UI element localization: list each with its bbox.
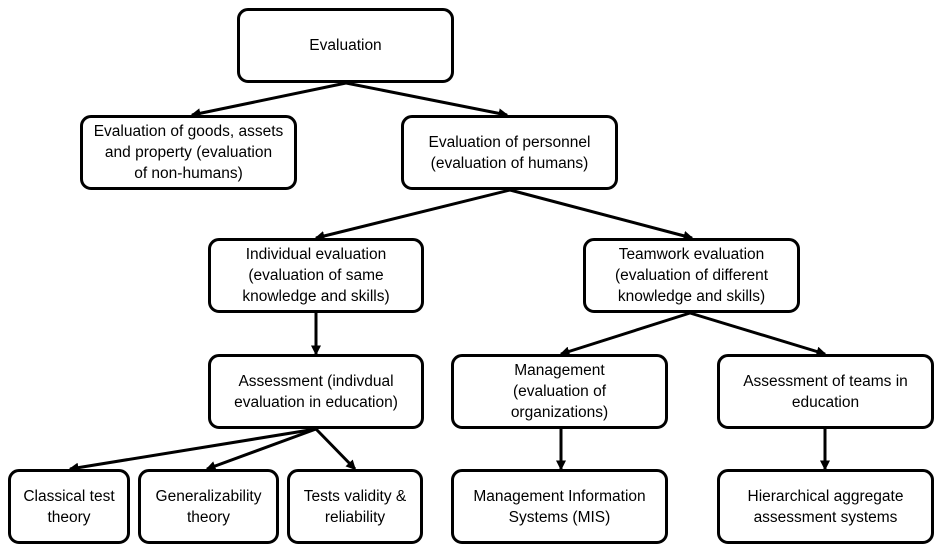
edge-personnel-to-individual [314, 188, 511, 241]
node-assessment-of-teams-label: Assessment of teams in education [743, 372, 908, 411]
node-tests-validity-reliability: Tests validity & reliability [287, 469, 423, 544]
edge-teamwork-to-management [559, 311, 691, 357]
node-evaluation-of-personnel-label: Evaluation of personnel (evaluation of h… [428, 133, 591, 172]
node-individual-evaluation-label: Individual evaluation (evaluation of sam… [242, 246, 390, 305]
node-evaluation-label: Evaluation [309, 37, 382, 54]
node-evaluation-of-personnel: Evaluation of personnel (evaluation of h… [401, 115, 618, 190]
node-classical-test-theory: Classical test theory [8, 469, 130, 544]
node-evaluation-of-goods-label: Evaluation of goods, assets and property… [93, 123, 284, 182]
edge-evaluation-to-goods [190, 81, 347, 119]
node-generalizability-theory: Generalizability theory [138, 469, 279, 544]
node-management-information-systems-label: Management Information Systems (MIS) [473, 487, 646, 526]
edge-personnel-to-teamwork [509, 188, 694, 241]
node-assessment-of-teams: Assessment of teams in education [717, 354, 934, 429]
node-classical-test-theory-label: Classical test theory [23, 487, 115, 526]
edge-assessment-to-classical-test-theory [68, 427, 317, 473]
node-individual-evaluation: Individual evaluation (evaluation of sam… [208, 238, 424, 313]
edge-assessment-to-generalizability-theory [205, 427, 317, 471]
node-hierarchical-aggregate-assessment: Hierarchical aggregate assessment system… [717, 469, 934, 544]
node-management: Management (evaluation of organizations) [451, 354, 668, 429]
node-assessment: Assessment (indivdual evaluation in educ… [208, 354, 424, 429]
node-assessment-label: Assessment (indivdual evaluation in educ… [234, 372, 398, 411]
node-teamwork-evaluation-label: Teamwork evaluation (evaluation of diffe… [614, 246, 769, 305]
node-teamwork-evaluation: Teamwork evaluation (evaluation of diffe… [583, 238, 800, 313]
edge-evaluation-to-personnel [345, 81, 509, 119]
node-tests-validity-reliability-label: Tests validity & reliability [303, 487, 407, 526]
edge-assessment-to-tests-validity [314, 427, 357, 471]
node-evaluation: Evaluation [237, 8, 454, 83]
edge-teamwork-to-teams-education [689, 311, 827, 357]
node-management-label: Management (evaluation of organizations) [510, 362, 609, 421]
node-management-information-systems: Management Information Systems (MIS) [451, 469, 668, 544]
node-evaluation-of-goods: Evaluation of goods, assets and property… [80, 115, 297, 190]
node-generalizability-theory-label: Generalizability theory [155, 487, 262, 526]
node-hierarchical-aggregate-assessment-label: Hierarchical aggregate assessment system… [747, 487, 904, 526]
